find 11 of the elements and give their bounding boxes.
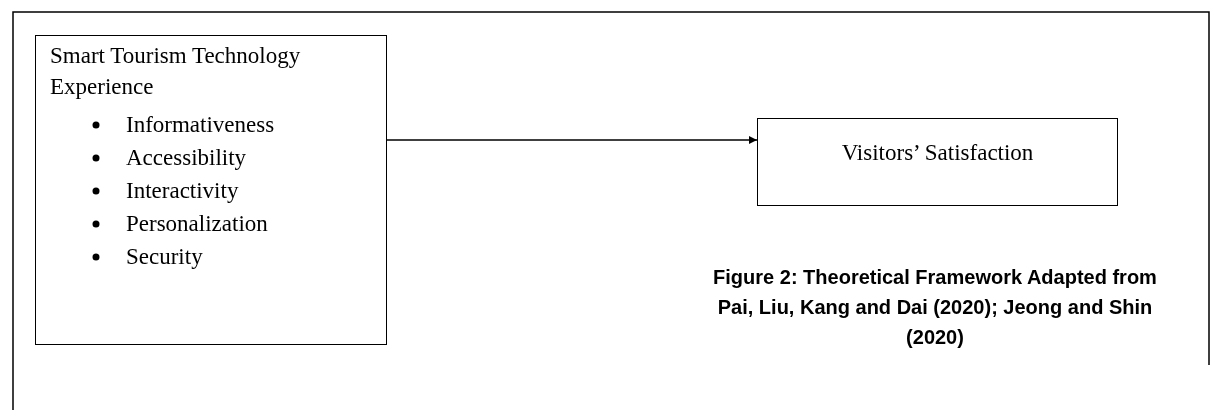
box-heading: Smart Tourism Technology Experience <box>50 42 302 101</box>
box-label: Visitors’ Satisfaction <box>840 139 1035 167</box>
list-item: Personalization <box>126 210 268 238</box>
list-item: Accessibility <box>126 144 247 172</box>
list-item: Security <box>126 243 203 271</box>
figure-caption: Figure 2: Theoretical Framework Adapted from Pai, Liu, Kang and Dai (2020); Jeong and Shin (2020) <box>712 265 1158 350</box>
list-item: Interactivity <box>126 177 239 205</box>
process-box <box>35 35 387 345</box>
process-box <box>757 118 1118 206</box>
arrow <box>386 136 758 144</box>
list-item: Informativeness <box>126 111 275 139</box>
